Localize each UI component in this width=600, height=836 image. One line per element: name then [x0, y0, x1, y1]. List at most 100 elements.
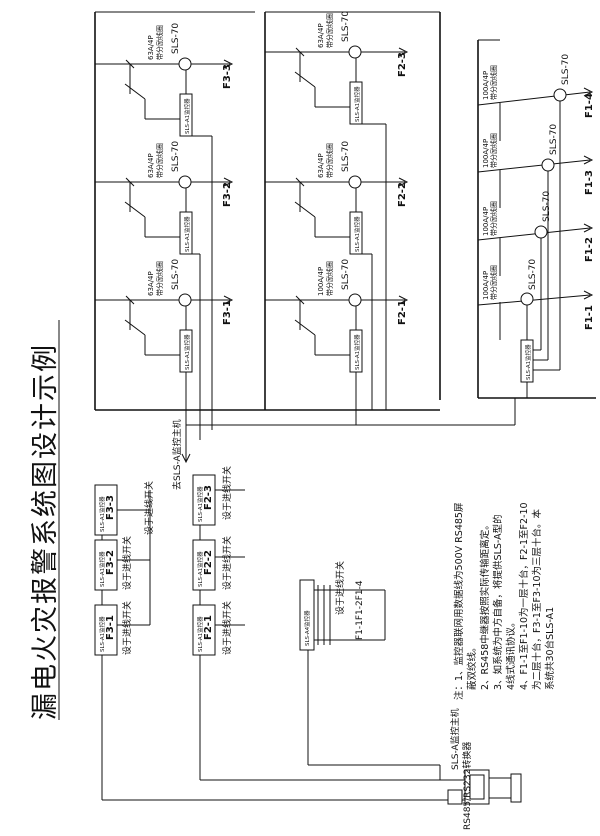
circuit-label: F3-2	[222, 182, 233, 207]
monitor-module-F3-3	[94, 484, 118, 536]
note-line: 注：1、监控器联网用数据线为500V RS485屏	[453, 503, 465, 700]
circuit-label: F1-3	[584, 170, 595, 195]
breaker-rating: 63A/4P	[317, 23, 325, 48]
monitor-module-F2-2	[192, 539, 216, 591]
switch-note: 设于进线开关	[221, 536, 233, 590]
note-line: 系统共30台SLS-A1	[544, 607, 556, 690]
breaker-rating: 63A/4P	[317, 153, 325, 178]
breaker-rating: 100A/4P	[317, 267, 325, 296]
sensor-circle	[348, 175, 362, 189]
breaker-desc: 带分励线圈	[489, 133, 498, 168]
sensor-circle	[534, 225, 548, 239]
sensor-label: SLS-70	[171, 259, 181, 290]
module-label: SLS-A1监控器	[524, 344, 532, 380]
breaker-rating: 100A/4P	[482, 207, 490, 236]
host-label: SLS-A监控主机	[449, 708, 461, 770]
sensor-label: SLS-70	[549, 124, 559, 155]
panel-floor3	[95, 57, 234, 410]
monitoring-host	[447, 769, 522, 805]
lower-network	[101, 489, 470, 801]
sensor-circle	[178, 175, 192, 189]
monitor-module-4ch	[299, 579, 315, 651]
monitor-module-F3-2	[94, 539, 118, 591]
bus-label: 去SLS-A监控主机	[171, 419, 183, 490]
sensor-label: SLS-70	[542, 191, 552, 222]
circuit-label: F3-1	[222, 300, 233, 325]
note-line: 3、如系统为中方自备，将提供SLS-A型的	[492, 514, 504, 690]
circuit-label: F2-2	[397, 182, 408, 207]
breaker-rating: 63A/4P	[147, 271, 155, 296]
diagram-title: 漏电火灾报警系统图设计示例	[30, 343, 61, 720]
notes: 注：1、监控器联网用数据线为500V RS485屏 蔽双绞线。 2、RS458中…	[453, 502, 556, 700]
sensor-label: SLS-70	[561, 54, 571, 85]
circuit-label: F2-1	[397, 300, 408, 325]
sensor-label: SLS-70	[528, 259, 538, 290]
module-label: SLS-A1监控器	[353, 334, 361, 370]
monitor-module-F2-3	[192, 474, 216, 526]
circuit-label: F1-2	[584, 237, 595, 262]
switch-note: 设于进线开关	[143, 481, 155, 535]
module-label: SLS-A1监控器	[183, 334, 191, 370]
breaker-desc: 带分励线圈	[489, 65, 498, 100]
converter-label: RS485/RS232转换器	[461, 742, 473, 830]
module-circuit: F2-2	[203, 550, 214, 575]
data-bus	[181, 398, 516, 464]
breaker-desc: 带分励线圈	[155, 25, 164, 60]
breaker-desc: 带分励线圈	[489, 265, 498, 300]
note-line: 2、RS458中继器按照实际传输距离定。	[479, 520, 491, 690]
sensor-label: SLS-70	[171, 141, 181, 172]
sensor-circle	[520, 292, 534, 306]
sensor-circle	[348, 293, 362, 307]
module-label: SLS-A4监控器	[303, 610, 311, 646]
breaker-rating: 63A/4P	[147, 153, 155, 178]
converter-box	[447, 789, 463, 805]
breaker-rating: 63A/4P	[147, 35, 155, 60]
sensor-label: SLS-70	[341, 11, 351, 42]
sensor-circle	[553, 88, 567, 102]
circuit-label: F1-1	[584, 305, 595, 330]
monitor-module-F2-1	[192, 604, 216, 656]
circuit-label: F2-3	[397, 52, 408, 77]
sensor-circle	[541, 158, 555, 172]
sensor-label: SLS-70	[341, 141, 351, 172]
circuit-label: F3-3	[222, 64, 233, 89]
module-label: SLS-A1监控器	[98, 496, 106, 532]
sensor-circle	[178, 57, 192, 71]
switch-note: 设于进线开关	[334, 561, 346, 615]
switch-note: 设于进线开关	[221, 601, 233, 655]
switch-note: 设于进线开关	[121, 601, 133, 655]
sensor-circle	[348, 45, 362, 59]
breaker-desc: 带分励线圈	[325, 261, 334, 296]
module-circuit: F3-1	[105, 615, 116, 640]
monitor-module-F3-1	[94, 604, 118, 656]
breaker-desc: 带分励线圈	[325, 13, 334, 48]
module-circuit: F3-2	[105, 550, 116, 575]
module-circuit: F2-3	[203, 485, 214, 510]
breaker-desc: 带分励线圈	[155, 143, 164, 178]
module-label: SLS-A1监控器	[98, 616, 106, 652]
panel-floor2	[265, 45, 409, 410]
panel-floor1	[477, 87, 594, 398]
breaker-rating: 100A/4P	[482, 139, 490, 168]
note-line: 为二层十台，F3-1至F3-10为三层十台。本	[531, 508, 543, 690]
sensor-circle	[178, 293, 192, 307]
breaker-desc: 带分励线圈	[325, 143, 334, 178]
module-label: SLS-A1监控器	[196, 486, 204, 522]
note-line: 蔽双绞线。	[466, 642, 478, 690]
module-label: SLS-A1监控器	[183, 98, 191, 134]
sensor-label: SLS-70	[341, 259, 351, 290]
module-label: SLS-A1监控器	[353, 216, 361, 252]
circuit-label: F1-4	[584, 93, 595, 118]
f1-group-label: F1-1F1-2F1-4	[355, 580, 365, 640]
module-label: SLS-A1监控器	[196, 551, 204, 587]
module-circuit: F2-1	[203, 615, 214, 640]
note-line: 4、F1-1至F1-10为一层十台，F2-1至F2-10	[518, 502, 530, 690]
module-label: SLS-A1监控器	[196, 616, 204, 652]
breaker-rating: 100A/4P	[482, 271, 490, 300]
breaker-desc: 带分励线圈	[489, 201, 498, 236]
switch-note: 设于进线开关	[121, 536, 133, 590]
note-line: 4线式通讯协议。	[505, 617, 517, 690]
module-circuit: F3-3	[105, 495, 116, 520]
breaker-desc: 带分励线圈	[155, 261, 164, 296]
